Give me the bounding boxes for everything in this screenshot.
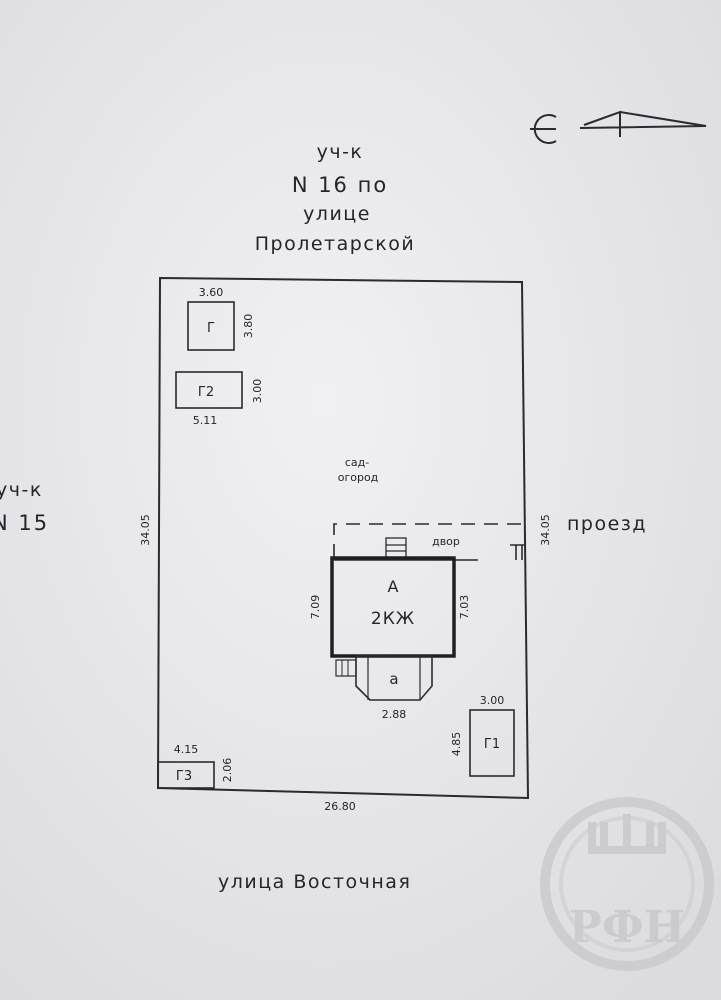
- building-g1: Г1 3.00 4.85: [450, 694, 515, 777]
- north-letter-mark: [530, 114, 557, 144]
- building-g-label: Г: [207, 321, 215, 336]
- plot-height-left: 34.05: [139, 514, 152, 546]
- house-a-material: 2КЖ: [371, 609, 415, 629]
- annex-entrance: [335, 659, 357, 677]
- stamp-text: РФН: [569, 902, 685, 953]
- building-g-depth: 3.80: [242, 314, 255, 339]
- west-neighbor-caption: уч-к N 15: [0, 479, 49, 535]
- arrow-icon: [579, 110, 707, 137]
- annex-a-width: 2.88: [382, 708, 407, 721]
- building-g2-depth: 3.00: [251, 379, 264, 404]
- building-g3-depth: 2.06: [221, 758, 234, 783]
- north-neighbor-caption: уч-к N 16 по улице Пролетарской: [255, 141, 415, 255]
- yard-fence: [333, 523, 526, 560]
- garden-label-1: сад-: [345, 456, 369, 469]
- building-g2-outline: [175, 371, 243, 409]
- annex-a-label: а: [389, 670, 398, 688]
- building-g2-width: 5.11: [193, 414, 218, 427]
- porch-steps: [386, 544, 406, 552]
- north-neighbor-line-3: улице: [303, 203, 371, 225]
- north-neighbor-line-4: Пролетарской: [255, 233, 415, 255]
- west-neighbor-line-1: уч-к: [0, 479, 43, 501]
- yard-fence-line: [333, 523, 522, 558]
- yard-label: двор: [432, 535, 460, 548]
- plot-boundary: [156, 276, 530, 800]
- building-g3: Г3 4.15 2.06: [157, 743, 234, 789]
- building-g3-width: 4.15: [174, 743, 199, 756]
- building-g-outline: [187, 301, 235, 351]
- building-g-width: 3.60: [199, 286, 224, 299]
- house-a-label: А: [388, 577, 399, 596]
- annex-a: а 2.88: [335, 655, 433, 721]
- building-g1-label: Г1: [484, 737, 500, 752]
- house-a-depth-right: 7.03: [458, 595, 471, 620]
- north-arrow: [530, 110, 707, 144]
- stamp-castle-icon: [588, 814, 666, 854]
- north-neighbor-line-2: N 16 по: [292, 173, 388, 197]
- west-neighbor-line-2: N 15: [0, 511, 49, 535]
- building-g1-width: 3.00: [480, 694, 505, 707]
- building-g2-label: Г2: [198, 385, 214, 400]
- east-neighbor-label: проезд: [567, 513, 647, 535]
- building-g: Г 3.60 3.80: [187, 286, 255, 351]
- gate-icon: [510, 544, 526, 560]
- south-street-label: улица Восточная: [218, 871, 411, 893]
- building-g1-depth: 4.85: [450, 732, 463, 757]
- garden-label-2: огород: [338, 471, 379, 484]
- stamp-ring-outer: [540, 797, 714, 971]
- house-a-depth-left: 7.09: [309, 595, 322, 620]
- annex-entrance-steps: [341, 660, 349, 676]
- building-g1-outline: [469, 709, 515, 777]
- building-g3-outline: [157, 761, 215, 789]
- plot-width: 26.80: [324, 800, 356, 813]
- north-neighbor-line-1: уч-к: [317, 141, 364, 163]
- building-g2: Г2 5.11 3.00: [175, 371, 264, 427]
- watermark-stamp: РФН: [540, 797, 714, 971]
- building-g3-label: Г3: [176, 769, 192, 784]
- plot-height-right: 34.05: [539, 514, 552, 546]
